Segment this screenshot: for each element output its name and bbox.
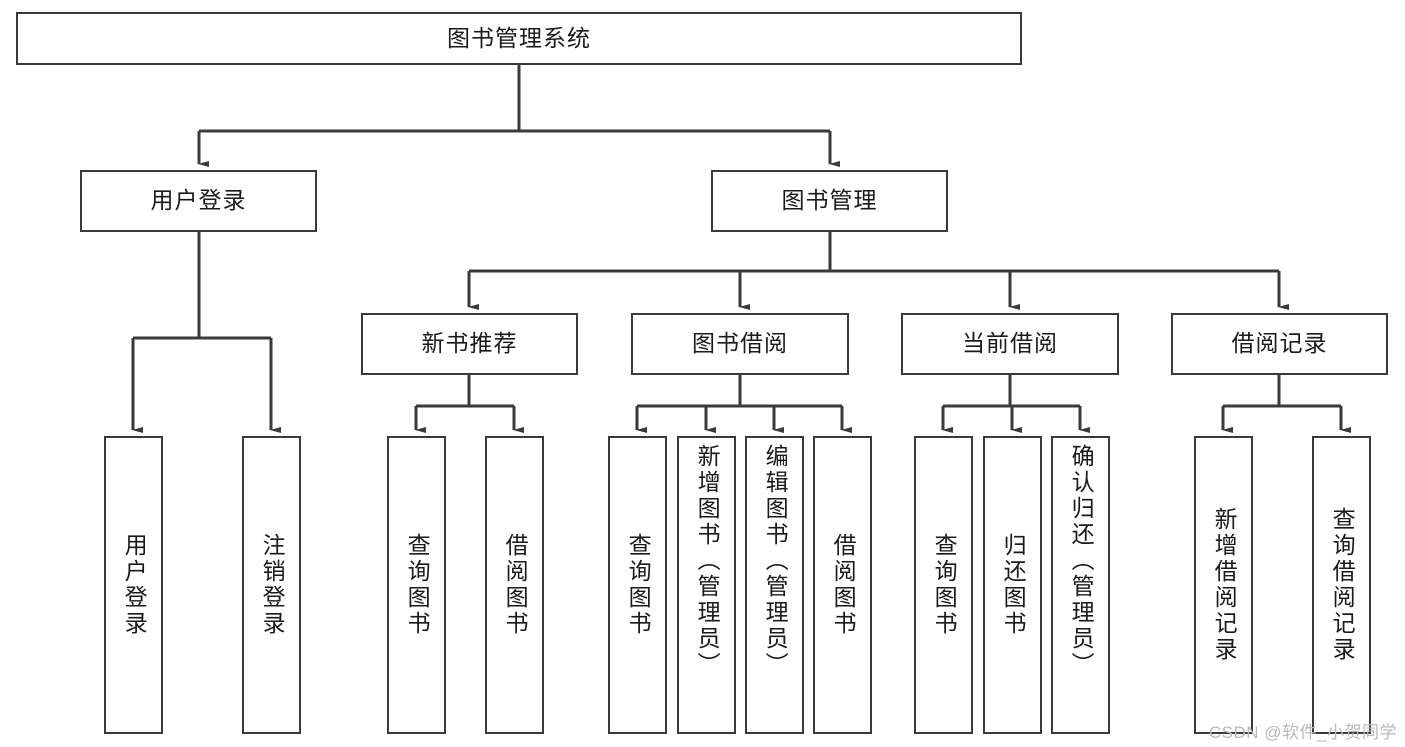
node-leaf-logout-label: 注销登录 (259, 533, 286, 637)
node-root[interactable]: 图书管理系统 (16, 12, 1022, 65)
node-leaf-query-book-3[interactable]: 查询图书 (914, 436, 973, 734)
node-leaf-query-book-3-label: 查询图书 (931, 533, 958, 637)
node-leaf-add-book-label: 新增图书（管理员） (694, 444, 721, 678)
node-leaf-query-book-2-label: 查询图书 (625, 533, 652, 637)
node-borrow-record[interactable]: 借阅记录 (1171, 313, 1388, 375)
node-user-login[interactable]: 用户登录 (80, 170, 317, 232)
node-book-borrow-label: 图书借阅 (692, 330, 788, 357)
node-new-book-recommend-label: 新书推荐 (421, 330, 518, 357)
node-user-login-label: 用户登录 (150, 187, 247, 214)
node-current-borrow-label: 当前借阅 (962, 330, 1058, 357)
node-leaf-borrow-book-1[interactable]: 借阅图书 (485, 436, 544, 734)
node-leaf-edit-book-label: 编辑图书（管理员） (762, 444, 789, 678)
node-leaf-user-login-label: 用户登录 (121, 533, 148, 637)
node-leaf-edit-book[interactable]: 编辑图书（管理员） (745, 436, 804, 734)
node-book-manage[interactable]: 图书管理 (711, 170, 948, 232)
node-leaf-add-record-label: 新增借阅记录 (1211, 507, 1238, 663)
node-leaf-confirm-return-label: 确认归还（管理员） (1068, 444, 1095, 678)
node-leaf-add-record[interactable]: 新增借阅记录 (1194, 436, 1253, 734)
node-root-label: 图书管理系统 (447, 24, 591, 51)
node-leaf-return-book[interactable]: 归还图书 (983, 436, 1042, 734)
node-leaf-borrow-book-1-label: 借阅图书 (502, 533, 529, 637)
node-leaf-return-book-label: 归还图书 (1000, 533, 1027, 637)
node-leaf-confirm-return[interactable]: 确认归还（管理员） (1051, 436, 1110, 734)
node-current-borrow[interactable]: 当前借阅 (901, 313, 1119, 375)
node-leaf-borrow-book-2[interactable]: 借阅图书 (813, 436, 872, 734)
node-new-book-recommend[interactable]: 新书推荐 (361, 313, 578, 375)
node-leaf-borrow-book-2-label: 借阅图书 (830, 533, 857, 637)
node-leaf-user-login[interactable]: 用户登录 (104, 436, 163, 734)
node-leaf-query-book-1-label: 查询图书 (404, 533, 431, 637)
node-leaf-query-book-2[interactable]: 查询图书 (608, 436, 667, 734)
node-leaf-logout[interactable]: 注销登录 (242, 436, 301, 734)
node-borrow-record-label: 借阅记录 (1231, 330, 1328, 357)
node-leaf-query-record-label: 查询借阅记录 (1329, 507, 1356, 663)
node-book-manage-label: 图书管理 (781, 187, 878, 214)
node-leaf-query-book-1[interactable]: 查询图书 (387, 436, 446, 734)
node-book-borrow[interactable]: 图书借阅 (631, 313, 849, 375)
node-leaf-query-record[interactable]: 查询借阅记录 (1312, 436, 1371, 734)
node-leaf-add-book[interactable]: 新增图书（管理员） (677, 436, 736, 734)
watermark: CSDN @软件_小贺同学 (1208, 723, 1397, 742)
